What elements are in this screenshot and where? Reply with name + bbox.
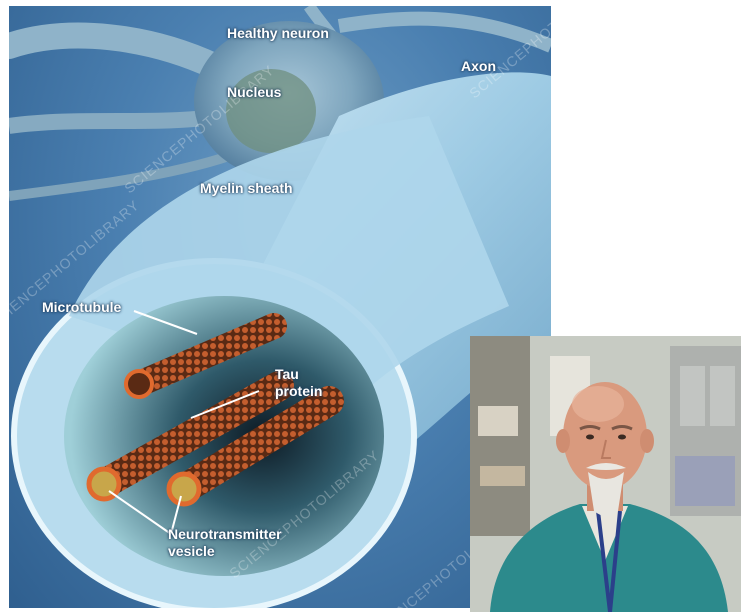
label-vesicle-line2: vesicle <box>168 543 282 560</box>
eye <box>618 435 626 440</box>
label-tau-line1: Tau <box>275 366 322 383</box>
portrait-artwork <box>470 336 741 612</box>
dendrite <box>9 116 219 126</box>
label-nucleus: Nucleus <box>227 84 281 101</box>
ear <box>640 429 654 453</box>
cabinet-door <box>710 366 735 426</box>
dendrite <box>339 19 551 46</box>
supply-bins <box>675 456 735 506</box>
label-healthy-neuron: Healthy neuron <box>227 25 329 42</box>
ear <box>556 429 570 453</box>
eye <box>586 435 594 440</box>
nucleus-shape <box>226 69 316 153</box>
microtubule-end <box>169 474 199 504</box>
label-axon: Axon <box>461 58 496 75</box>
microtubule-end <box>126 371 152 397</box>
dendrite <box>9 36 214 66</box>
label-microtubule: Microtubule <box>42 299 121 316</box>
label-vesicle-line1: Neurotransmitter <box>168 526 282 543</box>
label-tau-line2: protein <box>275 383 322 400</box>
label-tau-protein: Tau protein <box>275 366 322 400</box>
label-myelin-sheath: Myelin sheath <box>200 180 293 197</box>
head-highlight <box>572 386 624 422</box>
shelf-item <box>478 406 518 436</box>
cabinet-door <box>680 366 705 426</box>
label-neurotransmitter-vesicle: Neurotransmitter vesicle <box>168 526 282 560</box>
portrait-photo <box>470 336 741 612</box>
shelf-item <box>480 466 525 486</box>
